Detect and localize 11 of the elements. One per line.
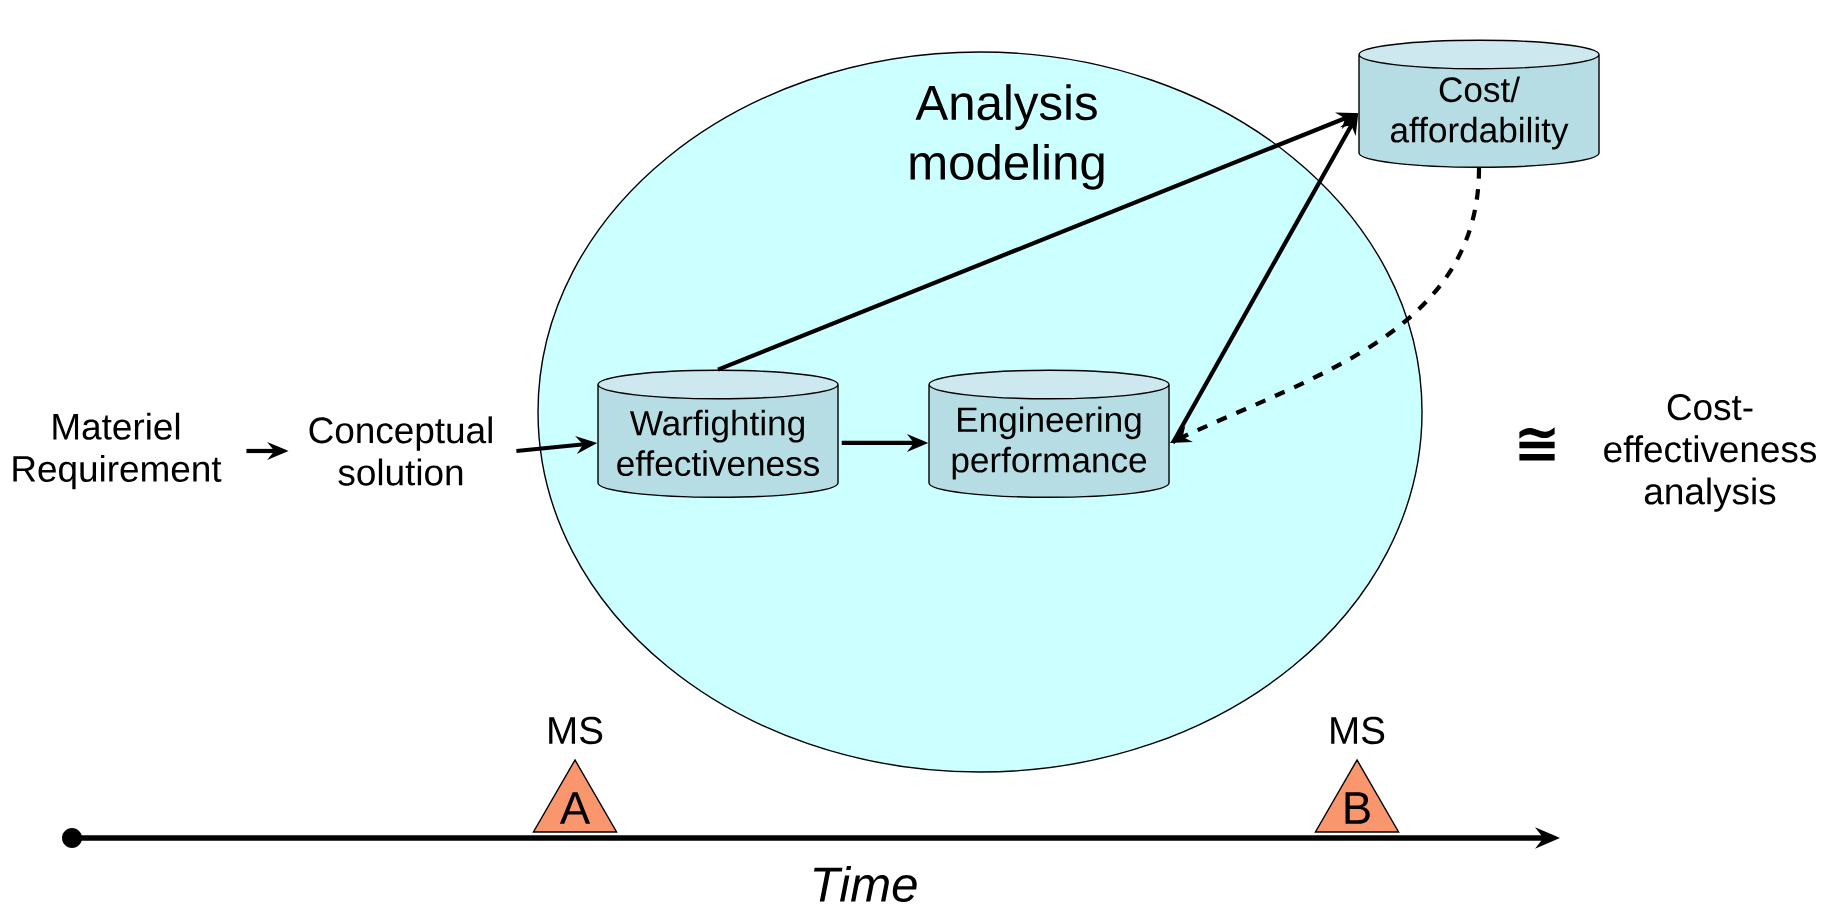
cylinder-node: Cost/ affordability <box>1358 39 1600 168</box>
cylinder-node: Engineering performance <box>928 369 1170 499</box>
node-label: Materiel Requirement <box>13 412 222 490</box>
ellipse-title: Analysis modeling <box>910 84 1104 190</box>
milestone-label: MS <box>1331 716 1385 745</box>
axis-label: Time <box>813 865 917 903</box>
node-label: Cost- effectiveness analysis <box>1604 394 1816 512</box>
congruence-symbol: ≅ <box>1519 427 1555 461</box>
milestone-label: MS <box>549 716 603 745</box>
node-label: Conceptual solution <box>309 416 492 486</box>
cylinder-node: Warfighting effectiveness <box>597 369 839 499</box>
